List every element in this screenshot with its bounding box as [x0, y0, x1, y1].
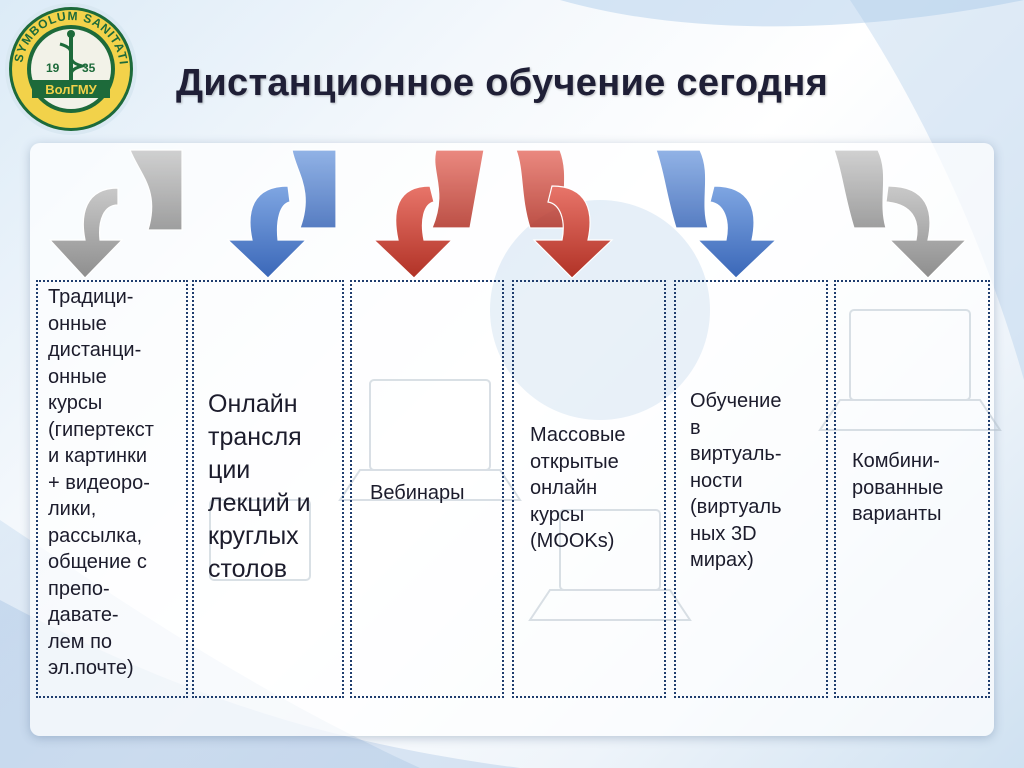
column-text: Онлайн трансля ции лекций и круглых стол… — [208, 390, 311, 583]
volgmu-logo: SYMBOLUM SANITATIS 19 35 ВолГМУ — [0, 0, 140, 138]
column-traditional-courses: Традици- онные дистанци- онные курсы (ги… — [36, 280, 188, 698]
column-text: Вебинары — [370, 482, 465, 504]
column-mooc: Массовые открытые онлайн курсы (MOOKs) — [512, 280, 666, 698]
column-virtual-worlds: Обучение в виртуаль- ности (виртуаль ных… — [674, 280, 828, 698]
logo-year-right: 35 — [82, 61, 96, 75]
column-text: Обучение в виртуаль- ности (виртуаль ных… — [690, 390, 782, 571]
page-title: Дистанционное обучение сегодня — [176, 62, 829, 104]
column-text: Комбини- рованные варианты — [852, 450, 944, 525]
logo-year-left: 19 — [46, 61, 60, 75]
logo-name: ВолГМУ — [45, 82, 97, 97]
column-combined: Комбини- рованные варианты — [834, 280, 990, 698]
column-webinars: Вебинары — [350, 280, 504, 698]
column-text: Массовые открытые онлайн курсы (MOOKs) — [530, 424, 626, 552]
column-text: Традици- онные дистанци- онные курсы (ги… — [48, 286, 154, 679]
column-online-broadcasts: Онлайн трансля ции лекций и круглых стол… — [192, 280, 344, 698]
